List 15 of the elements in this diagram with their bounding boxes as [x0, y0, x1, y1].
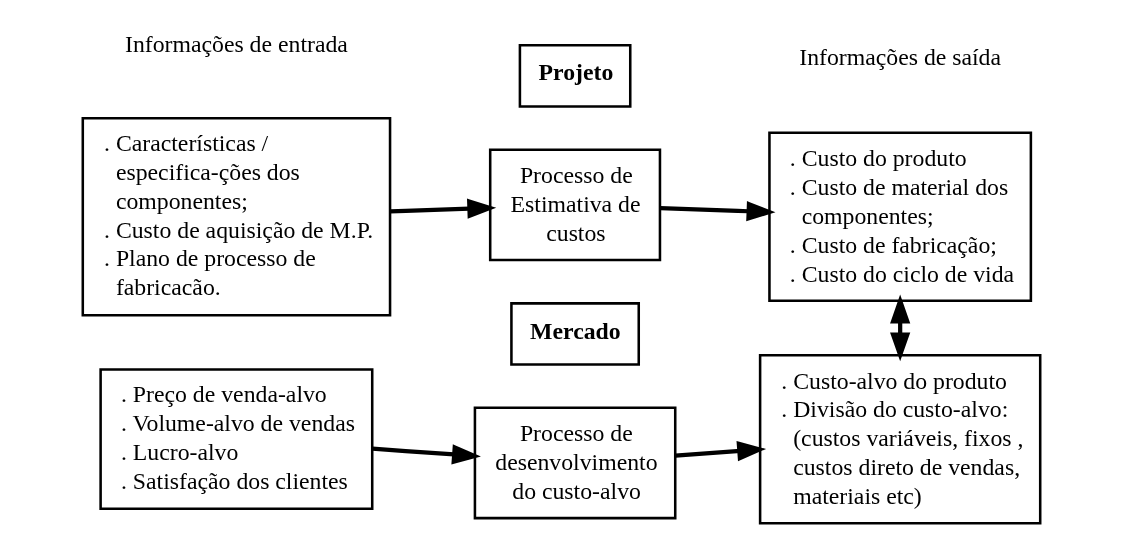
node-box: Processo de desenvolvimento do custo-alvo	[473, 406, 677, 520]
arrow	[389, 198, 497, 219]
arrow	[675, 441, 767, 462]
node-box: Projeto	[518, 44, 632, 108]
node-box: . Preço de venda-alvo . Volume-alvo de vendas . Lucro-alvo . Satisfação dos clientes	[99, 368, 374, 511]
label: Informações de saída	[799, 44, 1002, 71]
node-box: . Custo-alvo do produto . Divisão do custo-alvo: (custos variáveis, fixos , custos direto de vendas, materiais etc)	[758, 353, 1042, 525]
label: Informações de entrada	[124, 30, 348, 57]
arrow	[372, 444, 481, 465]
node-box: Mercado	[510, 302, 640, 366]
node-box: . Custo do produto . Custo de material dos componentes; . Custo de fabricação; . Custo do ciclo de vida	[768, 131, 1033, 303]
arrow	[890, 294, 911, 362]
arrow	[660, 201, 776, 222]
node-box: Processo de Estimativa de custos	[488, 148, 662, 262]
node-box: . Características / especifica-ções dos componentes; . Custo de aquisição de M.P. . Plano de processo de fabricacão.	[81, 117, 392, 317]
